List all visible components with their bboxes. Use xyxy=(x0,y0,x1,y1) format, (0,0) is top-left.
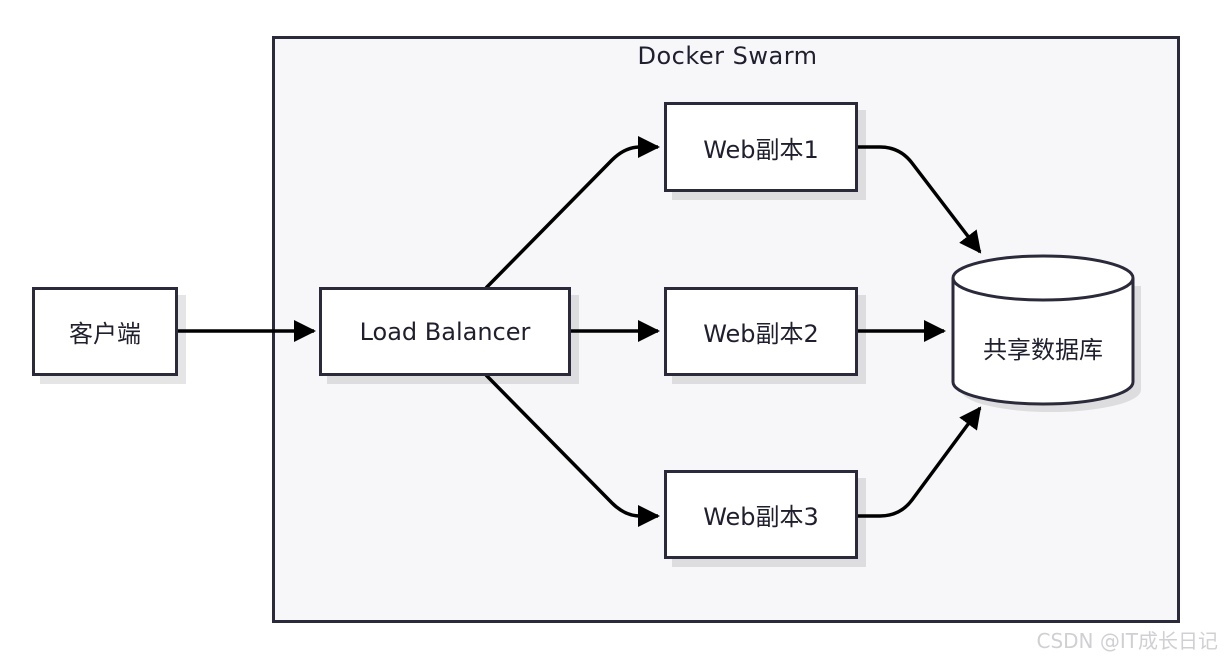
web-replica-3-node: Web副本3 xyxy=(664,470,858,559)
edge-lb-to-web1 xyxy=(484,136,660,290)
database-cylinder xyxy=(951,254,1141,412)
web-replica-1-node: Web副本1 xyxy=(664,102,858,192)
client-node: 客户端 xyxy=(32,287,178,376)
web-replica-2-node: Web副本2 xyxy=(664,287,858,376)
edge-lb-to-web3 xyxy=(484,373,660,527)
web-replica-1-label: Web副本1 xyxy=(703,135,819,164)
load-balancer-node: Load Balancer xyxy=(319,287,571,376)
cluster-title: Docker Swarm xyxy=(637,42,818,70)
client-label: 客户端 xyxy=(69,320,141,348)
edge-web3-to-db xyxy=(857,406,982,518)
database-label: 共享数据库 xyxy=(983,336,1103,364)
watermark: CSDN @IT成长日记 xyxy=(1036,629,1219,653)
edge-web1-to-db xyxy=(857,145,982,254)
web-replica-3-label: Web副本3 xyxy=(703,503,819,531)
load-balancer-label: Load Balancer xyxy=(359,317,531,346)
web-replica-2-label: Web副本2 xyxy=(703,320,819,348)
